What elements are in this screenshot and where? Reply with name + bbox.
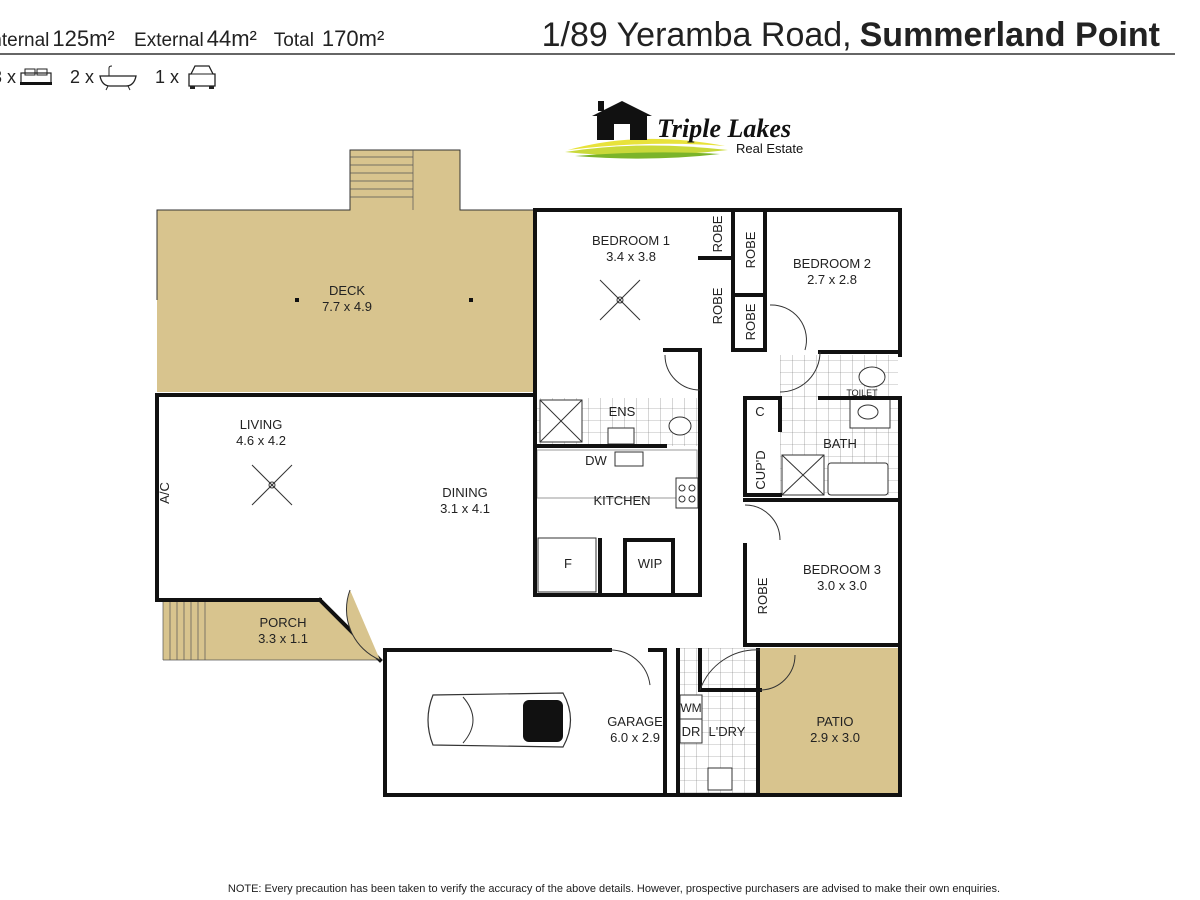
svg-text:Real Estate: Real Estate xyxy=(736,141,803,156)
fridge-label: F xyxy=(564,556,572,571)
car-count: 1 x xyxy=(155,67,179,87)
porch-label: PORCH xyxy=(260,615,307,630)
dining-size: 3.1 x 4.1 xyxy=(440,501,490,516)
wip-label: WIP xyxy=(638,556,663,571)
cupboard-label: CUP'D xyxy=(753,450,768,489)
deck-size: 7.7 x 4.9 xyxy=(322,299,372,314)
ac-label: A/C xyxy=(157,482,172,504)
garage-label: GARAGE xyxy=(607,714,663,729)
patio-size: 2.9 x 3.0 xyxy=(810,730,860,745)
ensuite-label: ENS xyxy=(609,404,636,419)
dining-label: DINING xyxy=(442,485,488,500)
living-label: LIVING xyxy=(240,417,283,432)
property-address: 1/89 Yeramba Road,Summerland Point xyxy=(542,16,1160,54)
bedroom1-label: BEDROOM 1 xyxy=(592,233,670,248)
bath-count: 2 x xyxy=(70,67,94,87)
robe-label: ROBE xyxy=(743,303,758,340)
bed-icon xyxy=(20,68,52,85)
porch xyxy=(163,600,380,660)
washing-machine-label: WM xyxy=(680,701,701,715)
porch-stairs xyxy=(162,600,380,661)
robe-label: ROBE xyxy=(743,231,758,268)
room-labels: DECK 7.7 x 4.9 BEDROOM 1 3.4 x 3.8 BEDRO… xyxy=(157,215,881,745)
robe-label: ROBE xyxy=(710,287,725,324)
bedroom3-size: 3.0 x 3.0 xyxy=(817,578,867,593)
toilet-label: TOILET xyxy=(846,388,878,398)
disclaimer-note: NOTE: Every precaution has been taken to… xyxy=(228,883,1000,895)
bedroom2-size: 2.7 x 2.8 xyxy=(807,272,857,287)
door-swings xyxy=(346,304,821,691)
walls xyxy=(155,208,902,797)
bedroom3-label: BEDROOM 3 xyxy=(803,562,881,577)
living-size: 4.6 x 4.2 xyxy=(236,433,286,448)
deck xyxy=(156,149,535,392)
laundry-label: L'DRY xyxy=(709,724,746,739)
dishwasher-label: DW xyxy=(585,453,607,468)
cupboard-c-label: C xyxy=(755,404,764,419)
patio xyxy=(758,648,900,796)
triple-lakes-logo: Triple Lakes Real Estate xyxy=(565,101,803,159)
deck-label: DECK xyxy=(329,283,365,298)
patio-label: PATIO xyxy=(816,714,853,729)
fixtures xyxy=(251,279,891,791)
ceiling-fan-icon xyxy=(599,279,641,321)
garage-size: 6.0 x 2.9 xyxy=(610,730,660,745)
bedroom1-size: 3.4 x 3.8 xyxy=(606,249,656,264)
bedroom2-label: BEDROOM 2 xyxy=(793,256,871,271)
car-icon xyxy=(427,692,572,748)
car-icon xyxy=(188,65,216,89)
robe-label: ROBE xyxy=(755,577,770,614)
robe-label: ROBE xyxy=(710,215,725,252)
bath-label: BATH xyxy=(823,436,857,451)
bath-icon xyxy=(99,65,137,91)
dryer-label: DR xyxy=(682,724,701,739)
kitchen-label: KITCHEN xyxy=(593,493,650,508)
porch-size: 3.3 x 1.1 xyxy=(258,631,308,646)
svg-text:Triple Lakes: Triple Lakes xyxy=(657,114,791,143)
ceiling-fan-icon xyxy=(251,464,293,506)
bed-count: 3 x xyxy=(0,67,16,87)
